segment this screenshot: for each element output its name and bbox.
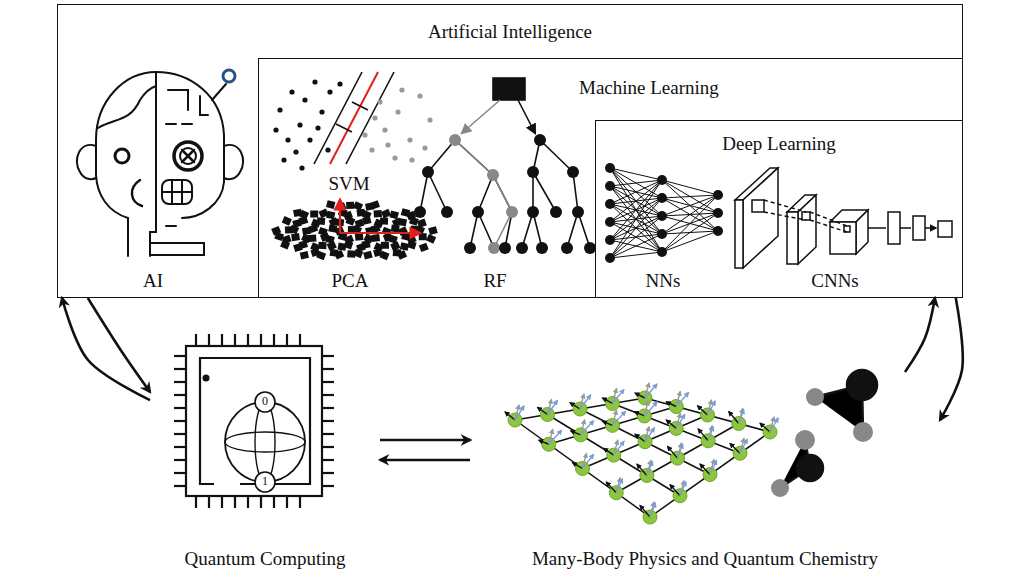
box-title: Deep Learning	[596, 133, 962, 155]
svm-plot	[273, 72, 432, 171]
flow-arrow	[62, 298, 150, 400]
spin-lattice	[505, 383, 778, 524]
method-label: PCA	[332, 270, 369, 292]
flow-arrow	[88, 298, 150, 392]
method-label: NNs	[646, 270, 681, 292]
method-label: RF	[483, 270, 506, 292]
cnn-figure	[735, 168, 952, 268]
illustration-panel: Many-Body Physics and Quantum Chemistry	[470, 372, 940, 572]
method-label: CNNs	[811, 270, 859, 292]
neural-network	[605, 163, 723, 263]
box-title: Many-Body Physics and Quantum Chemistry	[470, 548, 940, 570]
method-label: SVM	[328, 173, 369, 195]
ai-face	[77, 70, 243, 256]
decision-tree	[414, 78, 596, 254]
box-title: Artificial Intelligence	[58, 21, 962, 43]
molecules	[771, 370, 877, 497]
qubit-state: 1	[262, 475, 268, 489]
box-title: Machine Learning	[579, 77, 719, 99]
flow-arrow	[940, 298, 963, 420]
flow-arrow	[380, 459, 470, 462]
box-title: Quantum Computing	[150, 548, 380, 570]
qubit-state: 0	[262, 395, 268, 409]
method-label: AI	[143, 270, 163, 292]
flow-arrow	[380, 439, 470, 442]
region-box: Artificial IntelligenceMachine LearningD…	[57, 4, 963, 298]
illustration-panel: Quantum Computing	[150, 340, 380, 572]
pca-plot	[271, 200, 438, 260]
quantum-chip	[174, 334, 334, 508]
flow-arrow	[905, 298, 935, 372]
